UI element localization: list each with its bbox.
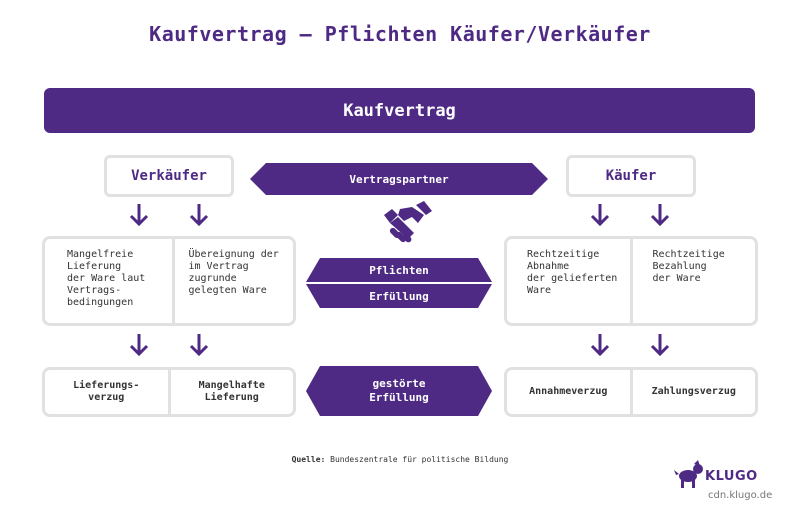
contract-partners-arrow: Vertragspartner: [250, 163, 548, 195]
arrow-down-icon: [189, 204, 209, 227]
disrupted-fulfillment-label: gestörte Erfüllung: [369, 377, 429, 404]
seller-duties-box: Mangelfreie Lieferung der Ware laut Vert…: [42, 236, 296, 326]
duties-band: Pflichten: [306, 258, 492, 282]
handshake-icon: [384, 201, 432, 243]
seller-disruption-1: Lieferungs- verzug: [73, 380, 140, 403]
seller-duty-2: Übereignung der im Vertrag zugrunde gele…: [171, 239, 294, 323]
arrow-down-icon: [129, 204, 149, 227]
dog-logo-icon: [674, 460, 703, 488]
buyer-duty-2: Rechtzeitige Bezahlung der Ware: [629, 239, 756, 323]
disrupted-fulfillment-band: gestörte Erfüllung: [306, 366, 492, 416]
arrow-down-icon: [650, 334, 670, 357]
brand-url: cdn.klugo.de: [708, 490, 773, 501]
seller-duty-1: Mangelfreie Lieferung der Ware laut Vert…: [67, 249, 146, 308]
seller-label: Verkäufer: [104, 155, 234, 197]
buyer-disruptions-box: Annahmeverzug Zahlungsverzug: [504, 367, 758, 417]
arrow-down-icon: [129, 334, 149, 357]
arrow-down-icon: [590, 334, 610, 357]
seller-disruption-2: Mangelhafte Lieferung: [167, 370, 294, 414]
buyer-disruption-2: Zahlungsverzug: [629, 370, 756, 414]
buyer-disruption-1: Annahmeverzug: [529, 386, 608, 397]
contract-partners-label: Vertragspartner: [349, 172, 449, 186]
fulfillment-label: Erfüllung: [369, 289, 429, 303]
source-label: Quelle:: [291, 455, 326, 464]
arrow-down-icon: [650, 204, 670, 227]
page-title: Kaufvertrag – Pflichten Käufer/Verkäufer: [149, 22, 651, 46]
source-text: Bundeszentrale für politische Bildung: [330, 455, 509, 464]
brand-logo-text: KLUGO: [705, 469, 758, 484]
duties-label: Pflichten: [369, 263, 429, 277]
buyer-label: Käufer: [566, 155, 696, 197]
source-note: Quelle: Bundeszentrale für politische Bi…: [0, 455, 800, 464]
seller-disruptions-box: Lieferungs- verzug Mangelhafte Lieferung: [42, 367, 296, 417]
fulfillment-band: Erfüllung: [306, 284, 492, 308]
buyer-duty-1: Rechtzeitige Abnahme der gelieferten War…: [527, 249, 618, 296]
arrow-down-icon: [590, 204, 610, 227]
arrow-down-icon: [189, 334, 209, 357]
contract-banner: Kaufvertrag: [44, 88, 755, 133]
buyer-duties-box: Rechtzeitige Abnahme der gelieferten War…: [504, 236, 758, 326]
